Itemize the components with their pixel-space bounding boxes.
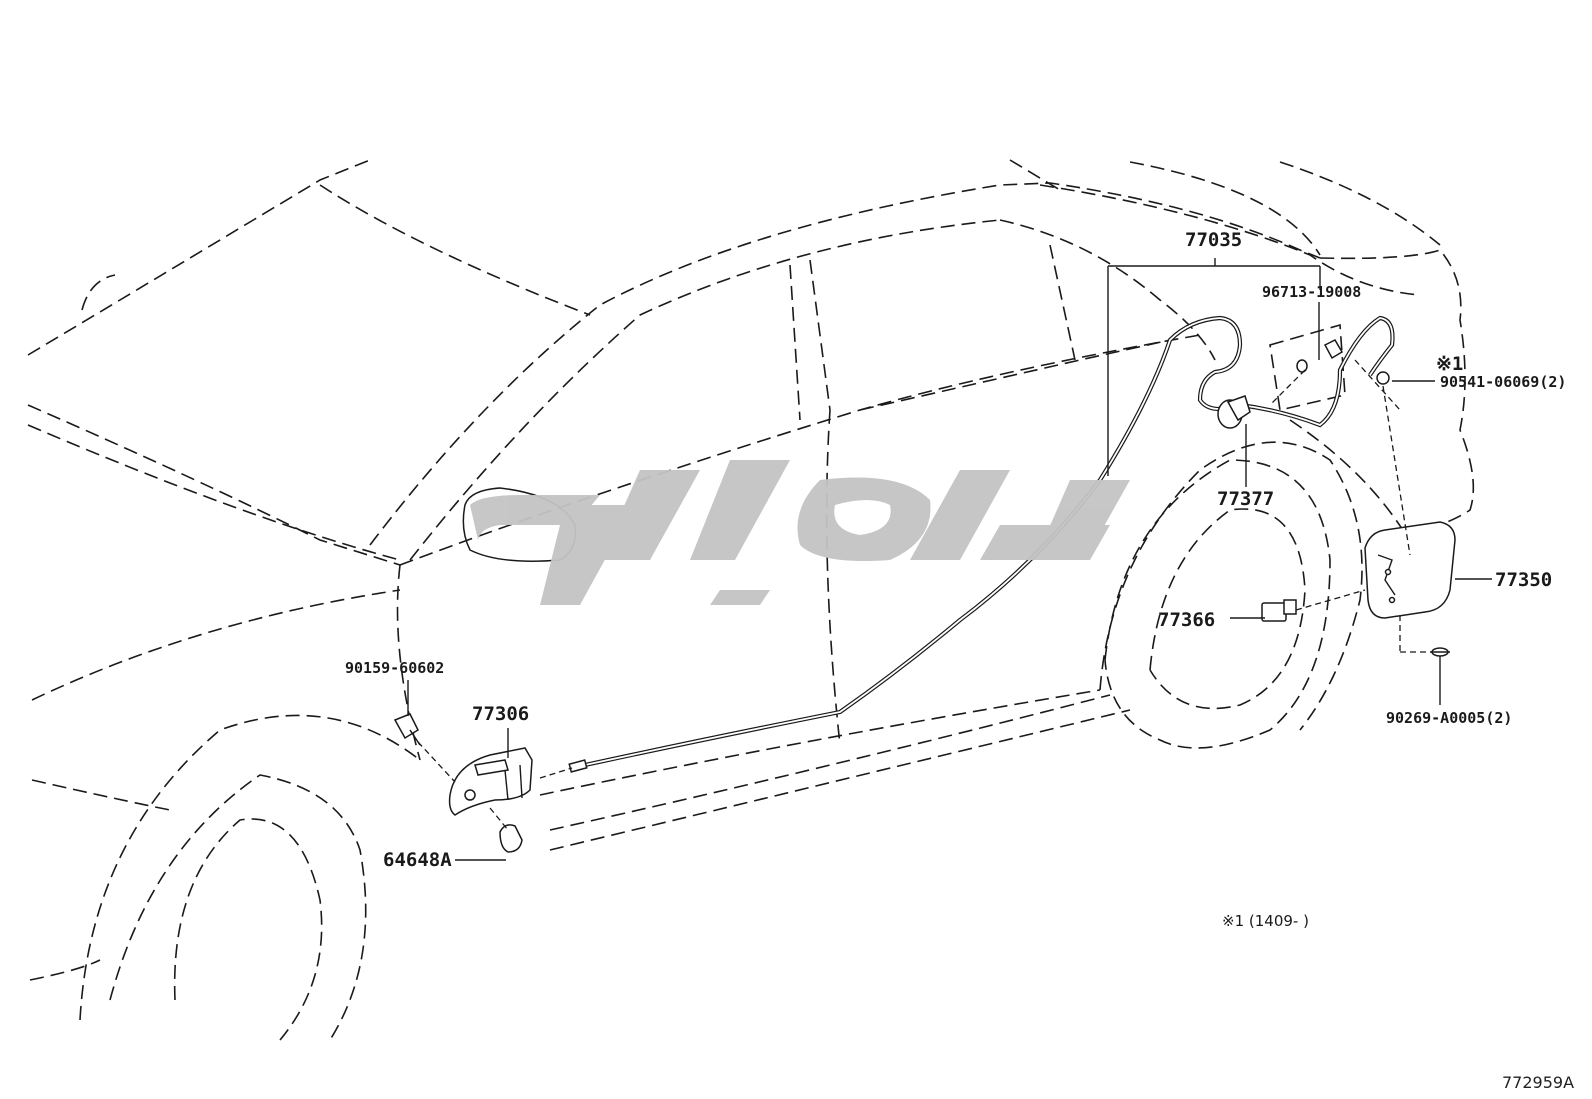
fuel-lid-77350 [1364,521,1456,619]
callout-labels: 77035 96713-19008 ※1 90541-06069(2) 7737… [345,229,1574,1092]
watermark-logo [470,460,1130,605]
lock-77366 [1261,599,1297,622]
footnote-note1: ※1 (1409- ) [1222,912,1309,930]
car-body-outline [27,159,1475,1041]
leader-lines [407,258,1492,861]
callout-77377: 77377 [1217,488,1274,510]
callout-96713-19008: 96713-19008 [1262,283,1361,301]
callout-64648A: 64648A [383,849,452,871]
fuel-lid-cable [584,315,1395,768]
cushion-90541 [1323,339,1390,385]
figure-code: 772959A [1502,1073,1574,1092]
callout-77035: 77035 [1185,229,1242,251]
screw-90159 [393,713,421,746]
callout-77366: 77366 [1158,609,1215,631]
grommet-96713 [1296,359,1308,373]
callout-90159-60602: 90159-60602 [345,659,444,677]
fuel-lid-opener-lever [448,747,533,816]
callout-90541-06069: 90541-06069(2) [1440,373,1566,391]
clip-64648a [499,824,523,853]
cable-end-fitting [568,759,588,773]
grommet-77377 [1217,395,1251,429]
screw-90269 [1430,647,1450,657]
callout-note1-marker: ※1 [1436,353,1463,375]
callout-90269-A0005: 90269-A0005(2) [1386,709,1512,727]
callout-77306: 77306 [472,703,529,725]
callout-77350: 77350 [1495,569,1552,591]
